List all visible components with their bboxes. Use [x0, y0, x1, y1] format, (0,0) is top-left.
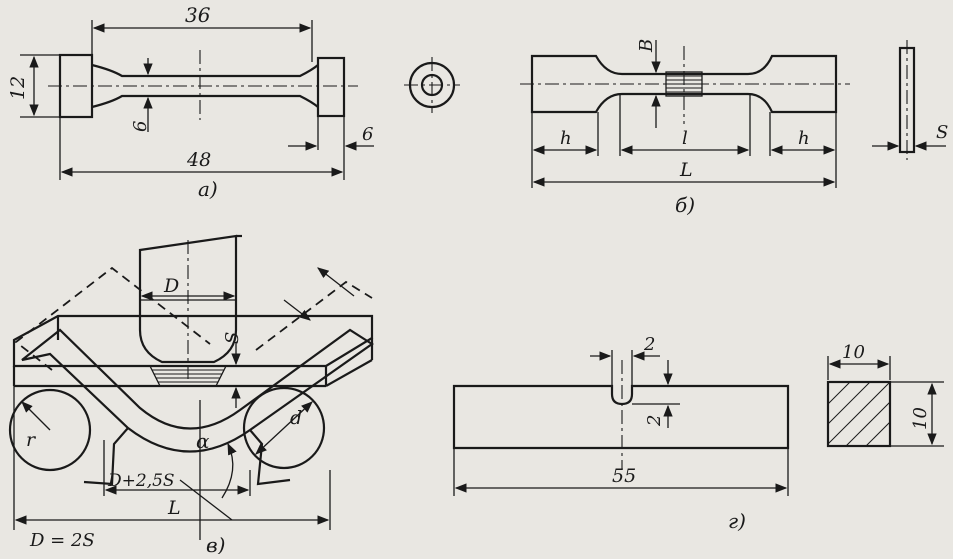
panel-a-round-specimen: 36 12 6 6 48 а) — [7, 3, 460, 201]
dim-h-left-label: h — [560, 128, 572, 149]
impact-bar — [452, 384, 790, 450]
specimen-a-neck-top — [91, 63, 319, 78]
panel-v-bend-test: D S r d — [8, 234, 374, 557]
formula-text: D = 2S — [29, 530, 95, 551]
dim-s-bend-label: S — [222, 332, 243, 344]
bent-specimen — [21, 328, 374, 453]
dim-side-right-label: 10 — [910, 407, 931, 430]
dim-h-right-label: h — [798, 128, 810, 149]
dim-36-label: 36 — [185, 3, 211, 27]
dim-l-bend-label: L — [167, 497, 181, 519]
dim-l-total-label: L — [679, 159, 693, 181]
base-plate — [12, 314, 374, 368]
specimen-a-right-head — [316, 56, 346, 118]
dim-55-label: 55 — [612, 465, 636, 487]
dim-notch-depth-label: 2 — [644, 415, 665, 427]
dim-r-label: r — [26, 429, 37, 451]
dim-48-label: 48 — [186, 149, 211, 171]
panel-g-impact-specimen: 2 2 55 г) 10 10 — [452, 334, 944, 533]
left-roller — [8, 388, 92, 472]
dim-gap-label: D+2,5S — [107, 471, 175, 491]
dim-6-neck-label: 6 — [130, 121, 151, 132]
right-roller — [242, 386, 326, 470]
panel-b-flat-specimen: B h l h L б) S — [520, 39, 948, 217]
caption-v: в) — [206, 533, 225, 554]
dim-d-label: D — [163, 275, 179, 297]
punch — [138, 234, 238, 364]
dim-6-head-label: 6 — [362, 124, 373, 145]
cross-section — [826, 380, 892, 448]
dim-s-label: S — [936, 122, 948, 143]
caption-b: б) — [675, 193, 695, 217]
dim-d-small-label: d — [290, 407, 302, 429]
caption-a: а) — [198, 177, 218, 201]
dim-l-label: l — [682, 128, 688, 149]
dim-notch-width-label: 2 — [643, 334, 655, 355]
dim-alpha-label: α — [196, 429, 210, 453]
dim-12-label: 12 — [7, 76, 29, 100]
dim-side-top-label: 10 — [842, 342, 865, 363]
specimen-a-neck-bottom — [91, 94, 319, 109]
caption-g: г) — [728, 509, 746, 533]
dim-b-label: B — [636, 39, 657, 53]
